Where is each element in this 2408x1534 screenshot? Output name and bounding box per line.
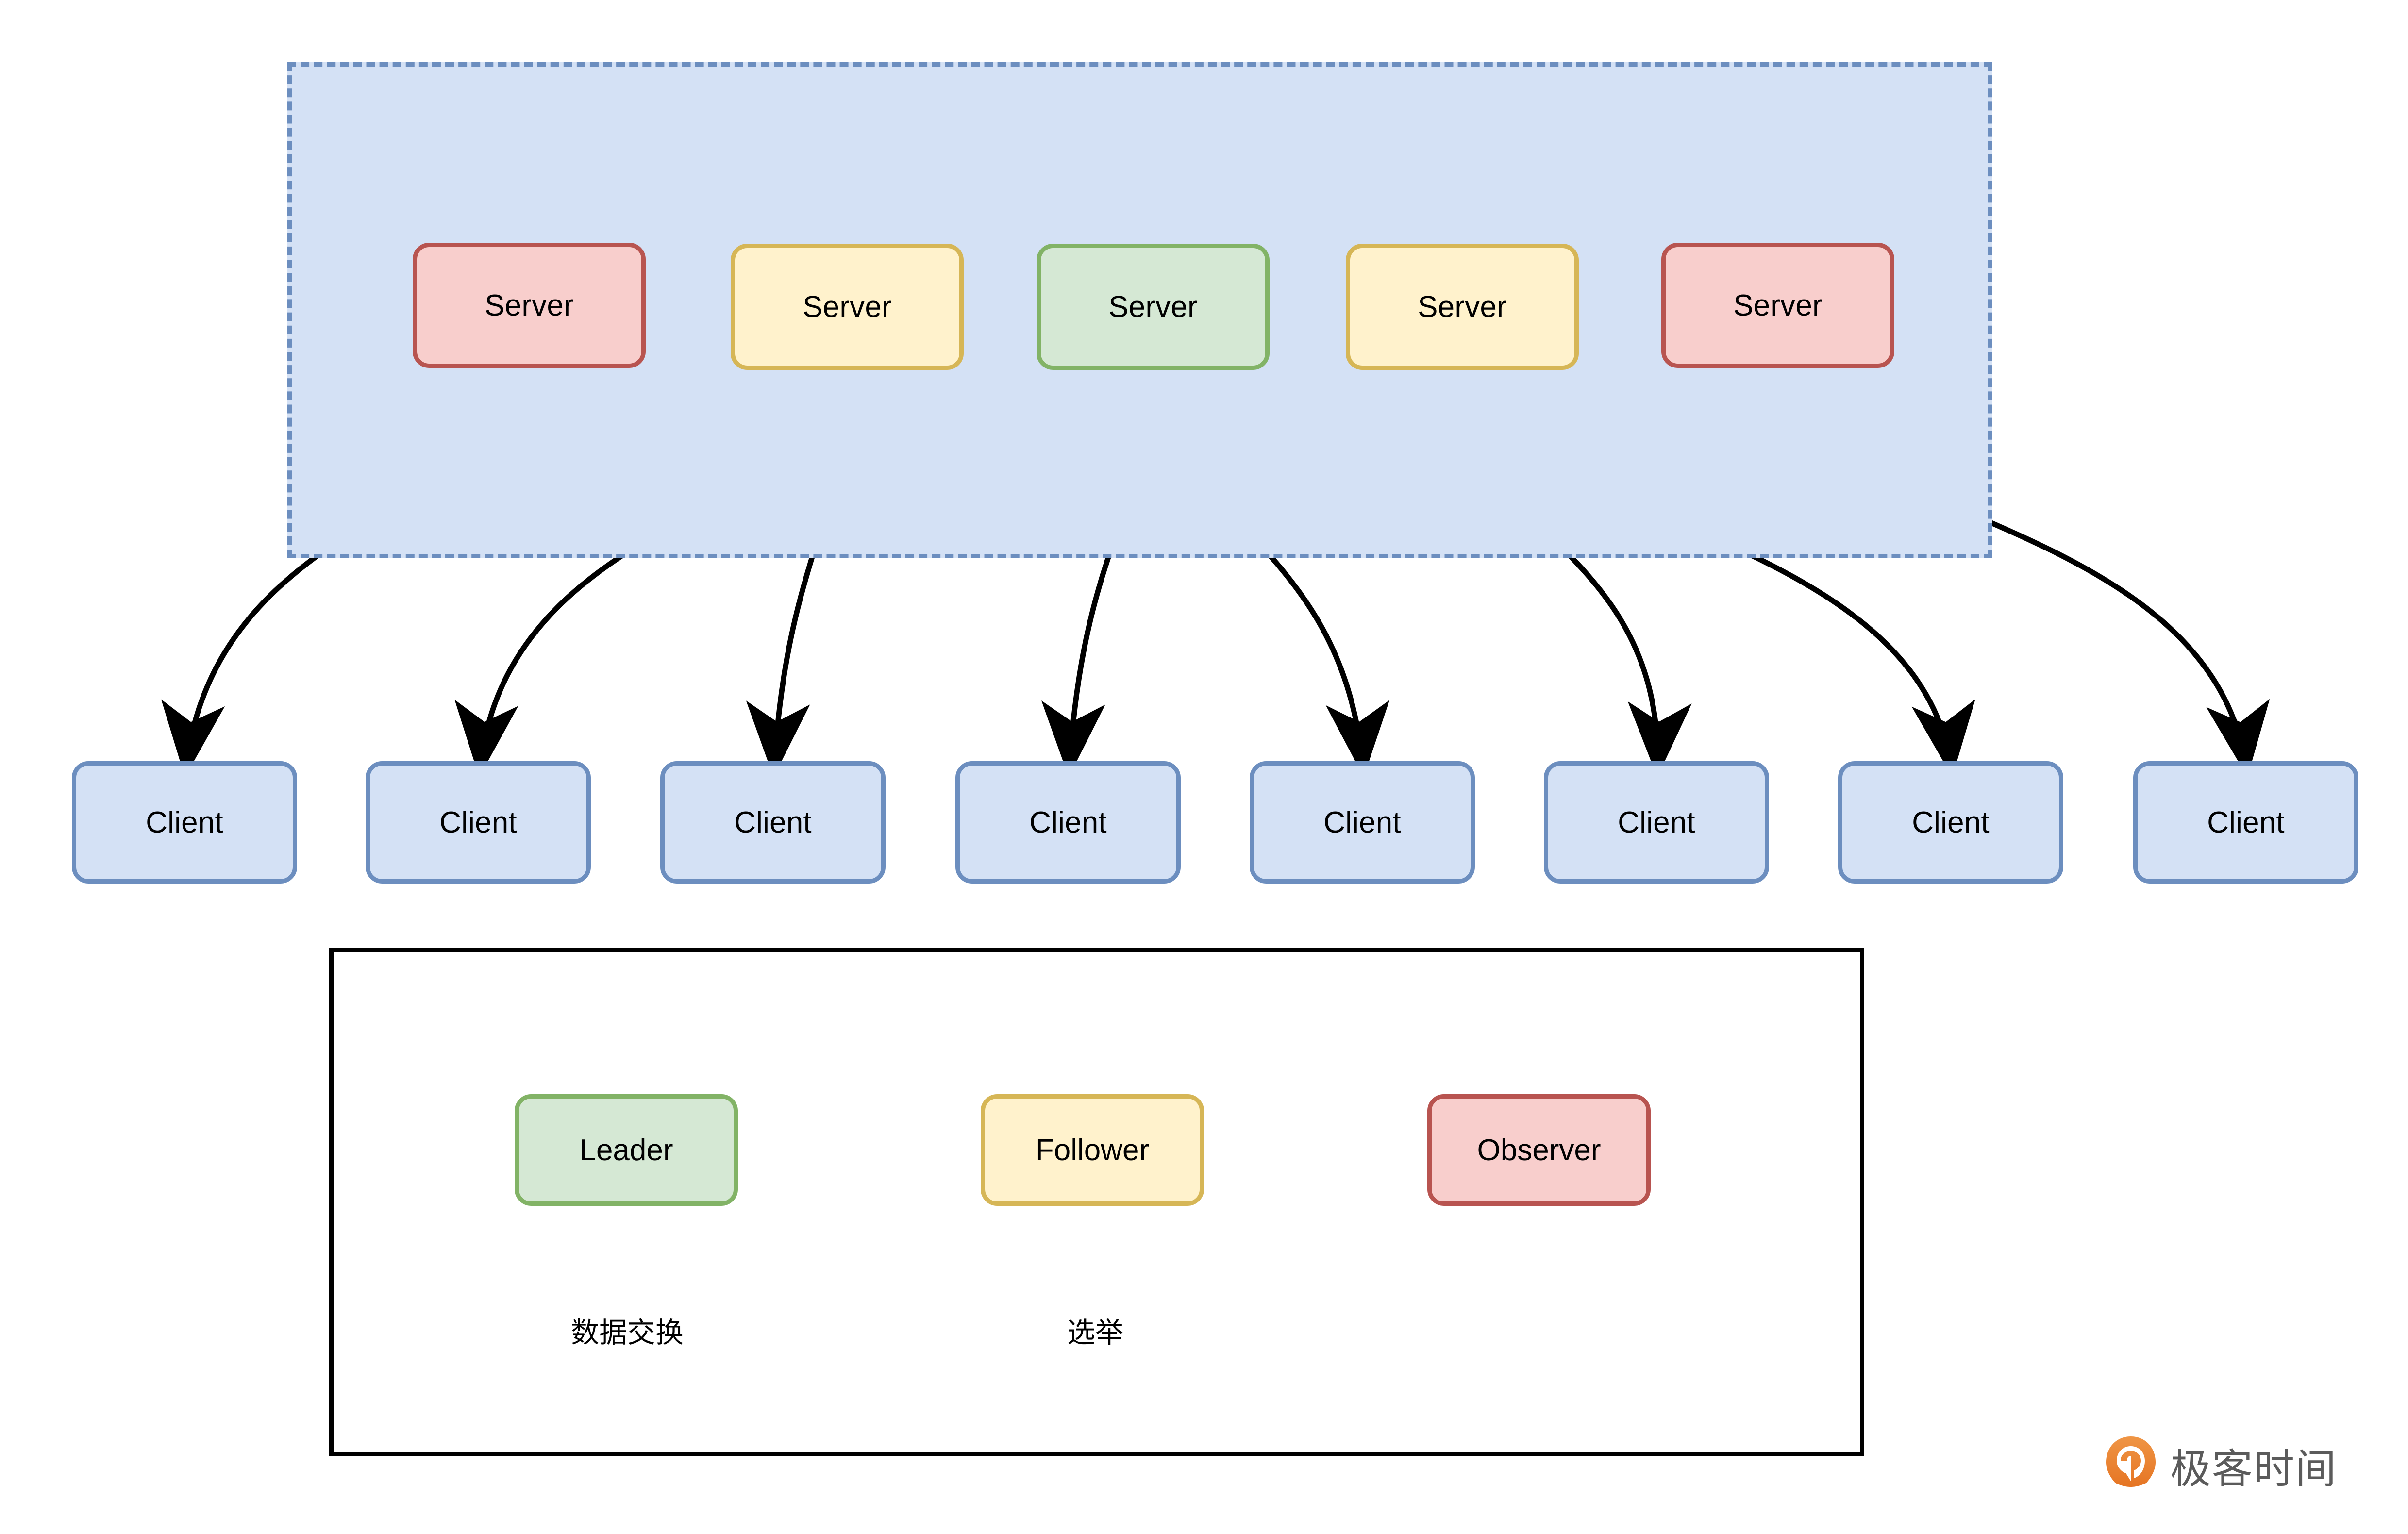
client-node-7[interactable]: Client: [1838, 761, 2063, 884]
server-node-1[interactable]: Server: [413, 243, 646, 368]
server-label: Server: [803, 290, 892, 324]
client-label: Client: [1618, 805, 1695, 839]
legend-arrow-label-election: 选举: [1063, 1310, 1128, 1351]
client-node-8[interactable]: Client: [2133, 761, 2358, 884]
client-node-6[interactable]: Client: [1544, 761, 1769, 884]
server-node-4[interactable]: Server: [1346, 244, 1579, 370]
legend-label-leader: Leader: [579, 1133, 673, 1167]
client-label: Client: [1029, 805, 1107, 839]
legend-arrow-label-data-exchange: 数据交换: [567, 1310, 688, 1351]
client-label: Client: [2207, 805, 2285, 839]
server-label: Server: [485, 288, 574, 322]
geektime-pin-icon: [2106, 1436, 2156, 1496]
watermark: 极客时间: [2102, 1434, 2337, 1497]
legend-label-follower: Follower: [1035, 1133, 1150, 1167]
client-node-3[interactable]: Client: [660, 761, 886, 884]
server-node-5[interactable]: Server: [1661, 243, 1894, 368]
legend-label-observer: Observer: [1477, 1133, 1601, 1167]
client-node-1[interactable]: Client: [72, 761, 297, 884]
client-node-2[interactable]: Client: [366, 761, 591, 884]
client-label: Client: [734, 805, 812, 839]
client-label: Client: [1912, 805, 1990, 839]
server-node-3[interactable]: Server: [1037, 244, 1270, 370]
client-node-4[interactable]: Client: [955, 761, 1181, 884]
client-node-5[interactable]: Client: [1250, 761, 1475, 884]
server-label: Server: [1733, 288, 1823, 322]
client-label: Client: [439, 805, 517, 839]
server-label: Server: [1418, 290, 1507, 324]
watermark-text: 极客时间: [2170, 1446, 2338, 1492]
server-node-2[interactable]: Server: [731, 244, 964, 370]
legend-swatch-follower: Follower: [981, 1094, 1204, 1206]
legend-swatch-observer: Observer: [1427, 1094, 1651, 1206]
client-label: Client: [146, 805, 223, 839]
client-label: Client: [1323, 805, 1401, 839]
server-label: Server: [1108, 290, 1198, 324]
legend-swatch-leader: Leader: [515, 1094, 738, 1206]
